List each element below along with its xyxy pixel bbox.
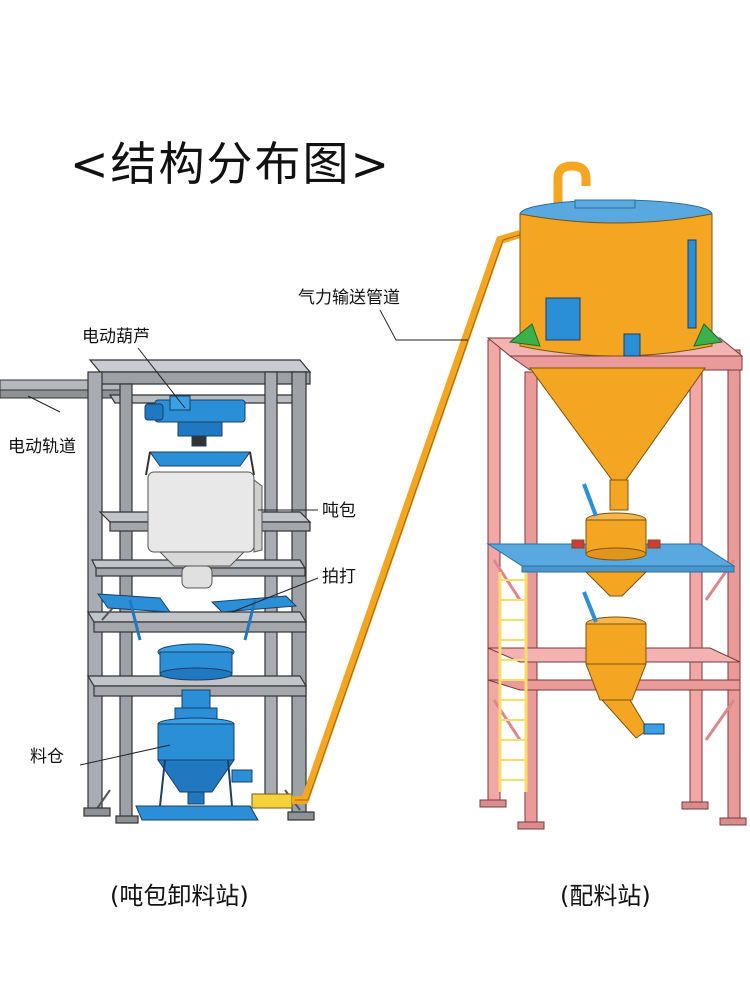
discharge-device bbox=[157, 643, 235, 709]
beater-plates bbox=[96, 593, 298, 641]
right-station bbox=[479, 161, 747, 830]
ton-bag bbox=[147, 471, 263, 589]
hopper bbox=[135, 707, 259, 821]
pipe-connector bbox=[251, 793, 293, 809]
weighing-hopper-lower bbox=[582, 591, 665, 739]
electric-hoist bbox=[144, 395, 246, 447]
caption-left-station: (吨包卸料站) bbox=[110, 882, 249, 910]
weighing-hopper-upper bbox=[571, 483, 661, 561]
left-station bbox=[0, 359, 315, 824]
label-ton-bag: 吨包 bbox=[322, 501, 356, 521]
silo bbox=[508, 161, 724, 511]
middle-funnel bbox=[584, 571, 648, 597]
label-electric-hoist: 电动葫芦 bbox=[82, 327, 150, 347]
caption-right-station: (配料站) bbox=[560, 882, 651, 910]
bag-lifter bbox=[145, 451, 255, 476]
page-title: <结构分布图> bbox=[70, 137, 392, 191]
ladder bbox=[498, 572, 528, 792]
label-hopper: 料仓 bbox=[30, 747, 64, 767]
label-pneumatic-pipe: 气力输送管道 bbox=[298, 288, 400, 308]
label-beater: 拍打 bbox=[322, 567, 356, 587]
label-electric-rail: 电动轨道 bbox=[8, 437, 76, 457]
leader-lines bbox=[27, 309, 468, 766]
